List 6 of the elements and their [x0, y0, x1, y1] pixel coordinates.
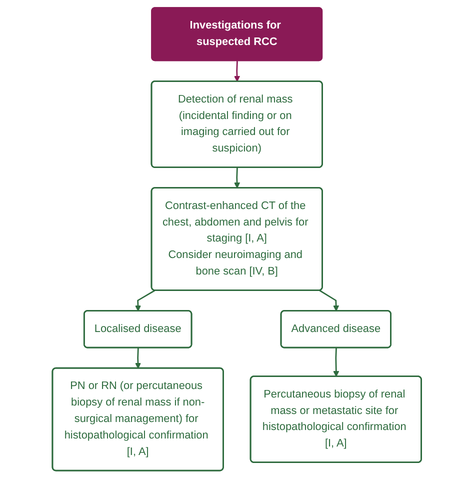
- arrow: [333, 348, 340, 377]
- arrow: [135, 290, 156, 312]
- arrow: [319, 290, 340, 312]
- arrow: [234, 168, 240, 188]
- arrow: [135, 348, 142, 369]
- arrow: [234, 61, 240, 82]
